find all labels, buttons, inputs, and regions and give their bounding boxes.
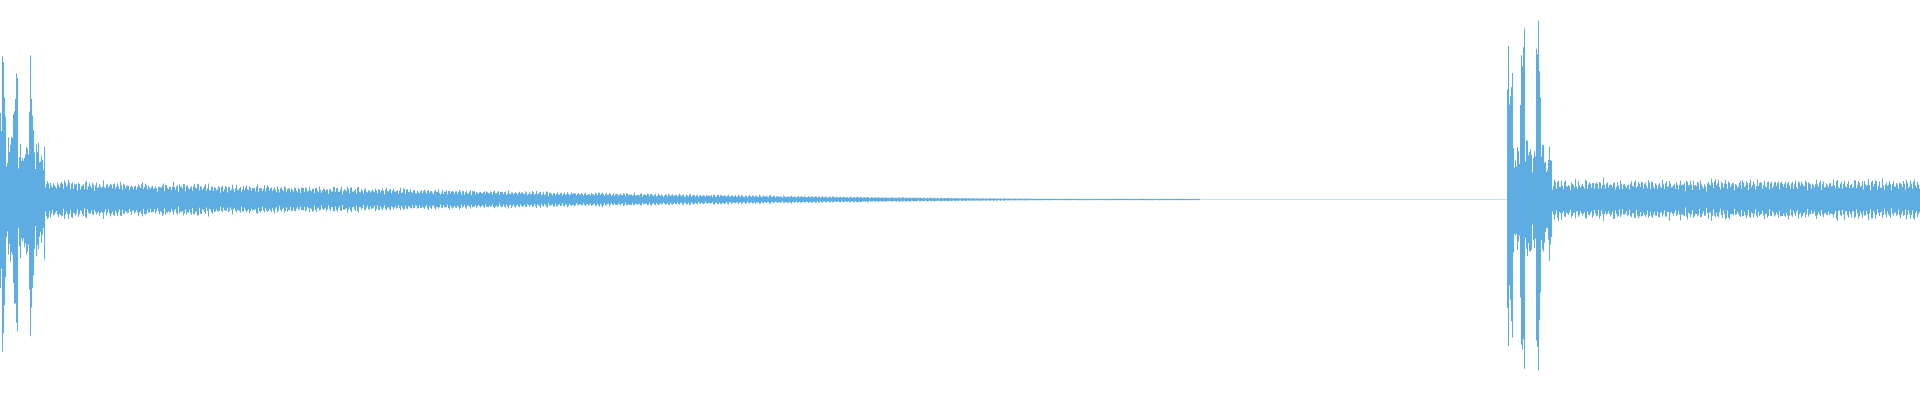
waveform-clips [0,20,1920,371]
clip-1-samples [0,55,1200,352]
clip-2-waveform[interactable] [1507,20,1920,371]
clip-1-waveform[interactable] [0,55,1200,352]
clip-2-samples [1507,20,1920,371]
